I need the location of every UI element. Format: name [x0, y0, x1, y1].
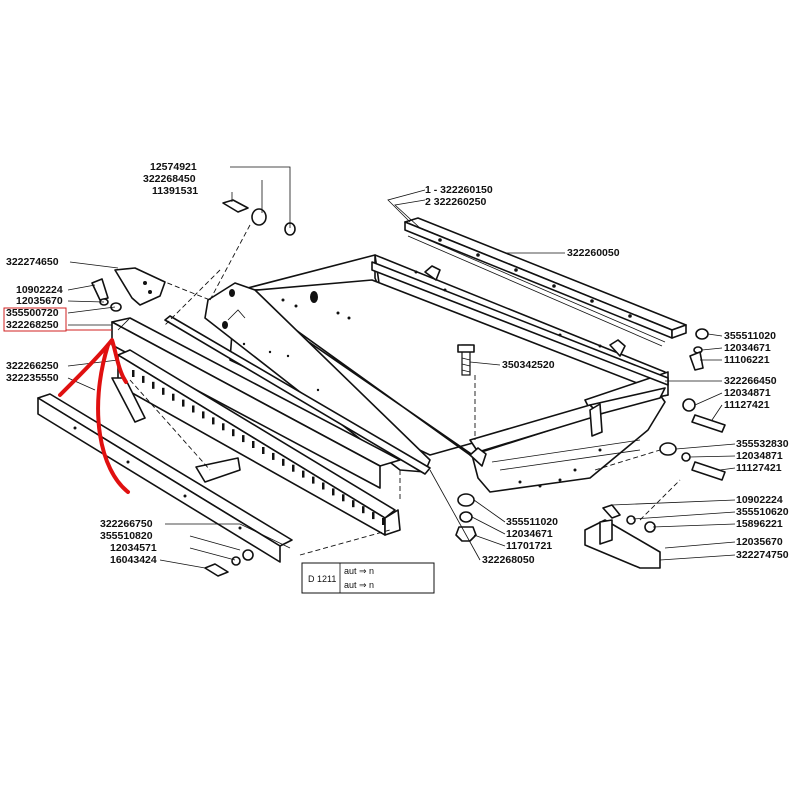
label-322274650: 322274650 [6, 256, 59, 268]
label-355511020-right: 355511020 [724, 330, 776, 342]
left-bracket [114, 267, 166, 306]
label-322260050: 322260050 [567, 247, 620, 259]
strip-holes [438, 238, 632, 318]
bolt-350342520 [457, 344, 475, 376]
beam-slot [372, 512, 375, 520]
label-322260250: 2 322260250 [425, 196, 486, 208]
label-12034671-mid: 12034671 [506, 528, 553, 540]
label-322266250: 322266250 [6, 360, 59, 372]
beam-slot [292, 464, 295, 472]
beam-slot [182, 399, 185, 407]
label-12034871-a: 12034871 [724, 387, 771, 399]
beam-slot [162, 387, 165, 395]
label-12034871-b: 12034871 [736, 450, 783, 462]
label-11106221: 11106221 [724, 354, 770, 366]
front-beam-slotted [117, 349, 401, 536]
beam-slot [302, 470, 305, 478]
beam-slot [272, 452, 275, 460]
label-322268450: 322268450 [143, 173, 196, 185]
label-355511020-mid: 355511020 [506, 516, 558, 528]
beam-slot [252, 441, 255, 448]
label-11127421-a: 11127421 [724, 399, 770, 411]
beam-slot [282, 458, 285, 466]
legend-row-2: aut ⇒ n [344, 580, 374, 590]
legend-code: D 1211 [308, 574, 336, 584]
beam-slot [362, 506, 365, 514]
label-12034571: 12034571 [110, 542, 157, 554]
label-11127421-b: 11127421 [736, 462, 782, 474]
label-12035670-right: 12035670 [736, 536, 783, 548]
label-10902224-left: 10902224 [16, 284, 63, 296]
top-right-strip [404, 217, 687, 347]
label-355510620: 355510620 [736, 506, 789, 518]
label-16043424: 16043424 [110, 554, 157, 566]
beam-slot [212, 417, 215, 425]
top-rod [164, 315, 431, 475]
scraper-plate [111, 377, 241, 483]
label-322266750: 322266750 [100, 518, 153, 530]
label-11701721: 11701721 [506, 540, 552, 552]
beam-slot [352, 500, 355, 508]
beam-slot [202, 411, 205, 419]
beam-slot [242, 435, 245, 443]
label-355500720: 355500720 [6, 307, 59, 319]
beam-slot [332, 488, 335, 496]
guide-lines [129, 224, 681, 556]
beam-slot [142, 375, 145, 383]
legend-box: D 1211 aut ⇒ n aut ⇒ n [301, 562, 435, 594]
label-322268050: 322268050 [482, 554, 535, 566]
red-annotation-arrow [58, 338, 130, 494]
label-322260150: 1 - 322260150 [425, 184, 493, 196]
legend-row-1: aut ⇒ n [344, 566, 374, 576]
beam-slot [172, 393, 175, 401]
beam-slot [132, 370, 135, 377]
label-12574921: 12574921 [150, 161, 197, 173]
beam-slot [192, 405, 195, 413]
label-15896221: 15896221 [736, 518, 783, 530]
beam-slot [322, 482, 325, 490]
label-322268250: 322268250 [6, 319, 59, 331]
beam-slot [232, 429, 235, 437]
beam-slot [312, 476, 315, 484]
label-322235550: 322235550 [6, 372, 59, 384]
leader-lines [67, 166, 736, 569]
label-350342520: 350342520 [502, 359, 555, 371]
right-bracket [584, 519, 661, 569]
part-labels: 12574921 322268450 11391531 322274650 10… [6, 161, 789, 566]
beam-slots [132, 370, 385, 525]
label-11391531: 11391531 [152, 185, 198, 197]
label-12034671-right: 12034671 [724, 342, 771, 354]
label-10902224-right: 10902224 [736, 494, 783, 506]
label-322266450: 322266450 [724, 375, 777, 387]
highlight-box [3, 307, 67, 332]
label-355532830: 355532830 [736, 438, 789, 450]
beam-slot [152, 381, 155, 389]
label-12035670-left: 12035670 [16, 295, 63, 307]
label-322274750: 322274750 [736, 549, 789, 561]
beam-slot [222, 423, 225, 431]
front-beam-upper [111, 317, 401, 489]
beam-slot [382, 518, 385, 525]
beam-slot [342, 494, 345, 502]
beam-slot [262, 447, 265, 454]
label-355510820: 355510820 [100, 530, 153, 542]
